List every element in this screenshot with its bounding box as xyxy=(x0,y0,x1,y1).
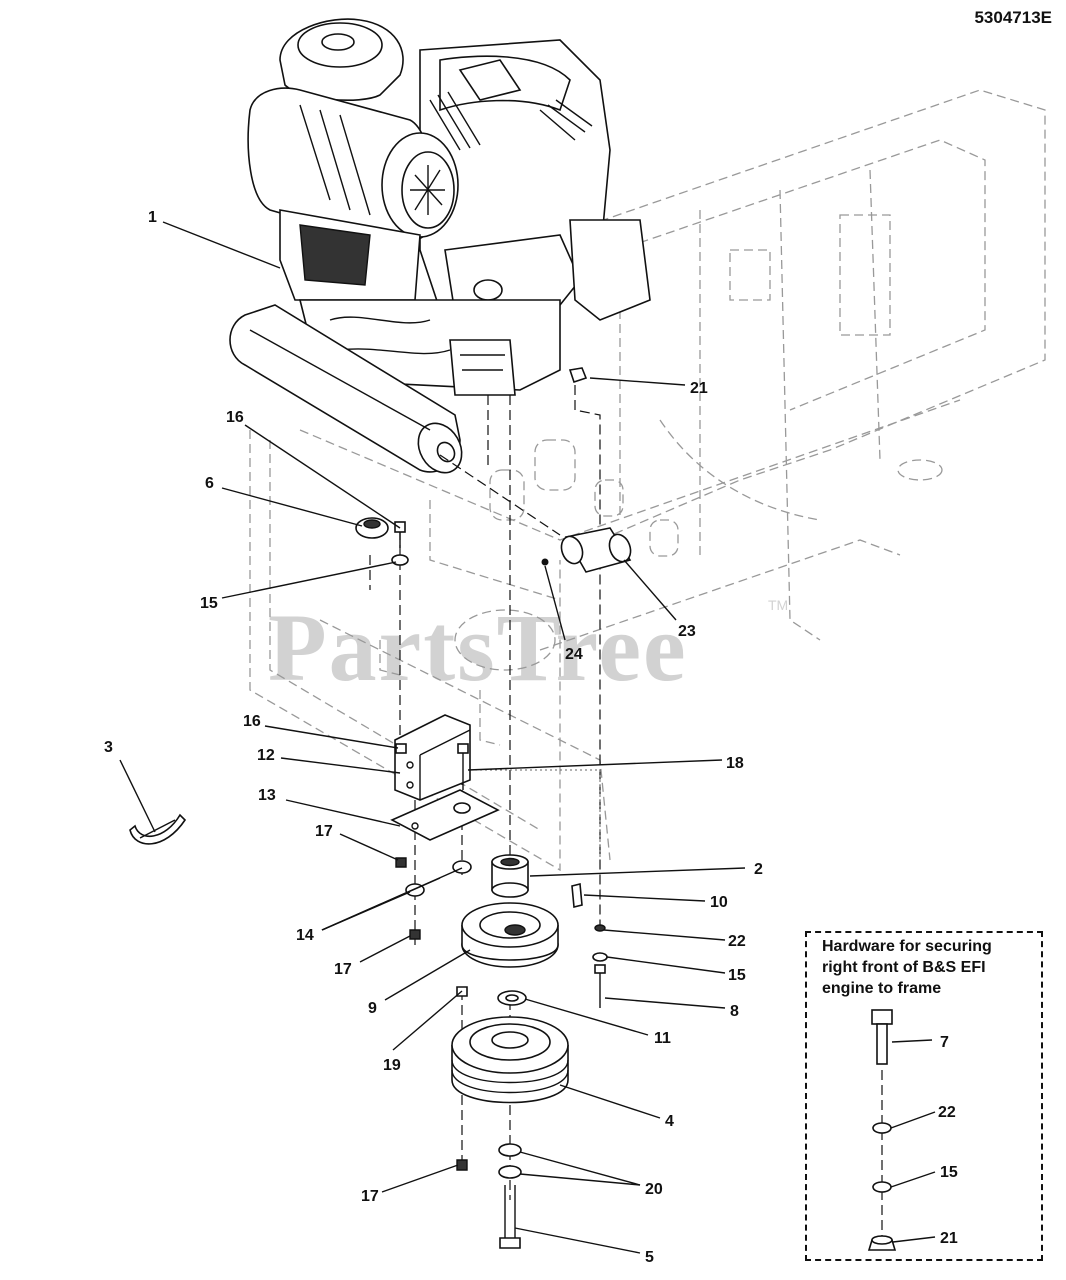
callout-17-upper: 17 xyxy=(315,823,333,840)
callout-15-right: 15 xyxy=(728,967,746,984)
document-code: 5304713E xyxy=(974,8,1052,27)
callout-17-lower: 17 xyxy=(361,1188,379,1205)
watermark: PartsTree xyxy=(268,594,688,701)
hardware-detail-box xyxy=(805,931,1043,1261)
callout-4: 4 xyxy=(665,1113,674,1130)
callout-17-mid: 17 xyxy=(334,961,352,978)
hardware-box-title: Hardware for securing right front of B&S… xyxy=(822,938,992,997)
callout-22: 22 xyxy=(728,933,746,950)
callout-labels: 5304713E 1 16 6 15 21 23 24 3 16 12 18 1… xyxy=(104,8,1052,1266)
watermark-tm: TM xyxy=(768,597,788,613)
callout-18: 18 xyxy=(726,755,744,772)
engine-assembly xyxy=(229,18,651,474)
callout-1: 1 xyxy=(148,209,157,226)
callout-21-top: 21 xyxy=(690,380,708,397)
leader-lines xyxy=(119,221,936,1254)
callout-24: 24 xyxy=(565,646,583,663)
callout-8: 8 xyxy=(730,1003,739,1020)
hardware-parts xyxy=(129,367,897,1251)
hw-callout-15: 15 xyxy=(940,1164,958,1181)
muffler xyxy=(229,304,463,474)
callout-23: 23 xyxy=(678,623,696,640)
callout-20: 20 xyxy=(645,1181,663,1198)
callout-14: 14 xyxy=(296,927,314,944)
callout-13: 13 xyxy=(258,787,276,804)
callout-11: 11 xyxy=(654,1030,671,1047)
hw-callout-22: 22 xyxy=(938,1104,956,1121)
callout-9: 9 xyxy=(368,1000,377,1017)
cooling-fins xyxy=(429,91,593,151)
callout-6: 6 xyxy=(205,475,214,492)
callout-10: 10 xyxy=(710,894,728,911)
callout-16-top: 16 xyxy=(226,409,244,426)
callout-19: 19 xyxy=(383,1057,401,1074)
callout-5: 5 xyxy=(645,1249,654,1266)
callout-2: 2 xyxy=(754,861,763,878)
callout-12: 12 xyxy=(257,747,275,764)
callout-15-top: 15 xyxy=(200,595,218,612)
mower-frame xyxy=(249,89,1046,872)
hw-callout-21: 21 xyxy=(940,1230,958,1247)
hw-callout-7: 7 xyxy=(940,1034,949,1051)
callout-16-mid: 16 xyxy=(243,713,261,730)
callout-3: 3 xyxy=(104,739,113,756)
